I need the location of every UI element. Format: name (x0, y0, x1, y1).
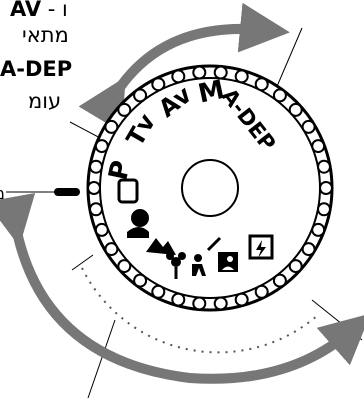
dial-grip-ridge (290, 104, 302, 116)
dial-grip-ridge (152, 286, 164, 298)
dial-grip-ridge (318, 161, 330, 173)
dial-grip-ridge (303, 121, 315, 133)
dial-grip-ridge (105, 243, 117, 255)
dial-grip-ridge (152, 78, 164, 90)
dial-grip-ridge (312, 140, 324, 152)
dial-center-hub (182, 160, 238, 216)
dial-grip-ridge (236, 70, 248, 82)
dial-grip-ridge (312, 224, 324, 236)
dial-grip-ridge (236, 294, 248, 306)
dial-grip-ridge (318, 203, 330, 215)
dial-grip-ridge (118, 104, 130, 116)
dial-grip-ridge (256, 78, 268, 90)
dial-grip-ridge (96, 224, 108, 236)
dial-grip-ridge (274, 275, 286, 287)
dial-grip-ridge (134, 275, 146, 287)
dial-grip-ridge (215, 298, 227, 310)
dial-grip-ridge (193, 298, 205, 310)
dial-grip-ridge (303, 243, 315, 255)
dial-grip-ridge (193, 67, 205, 79)
dial-grip-ridge (256, 286, 268, 298)
dial-grip-ridge (105, 121, 117, 133)
dial-grip-ridge (90, 203, 102, 215)
dial-grip-ridge (320, 182, 332, 194)
dial-grip-ridge (134, 89, 146, 101)
dial-grip-ridge (90, 161, 102, 173)
dial-grip-ridge (172, 294, 184, 306)
dial-grip-ridge (118, 260, 130, 272)
dial-grip-ridge (96, 140, 108, 152)
night-portrait-icon (218, 252, 238, 272)
dial-grip-ridge (290, 260, 302, 272)
dial-grip-ridge (274, 89, 286, 101)
dial-grip-ridge (88, 182, 100, 194)
